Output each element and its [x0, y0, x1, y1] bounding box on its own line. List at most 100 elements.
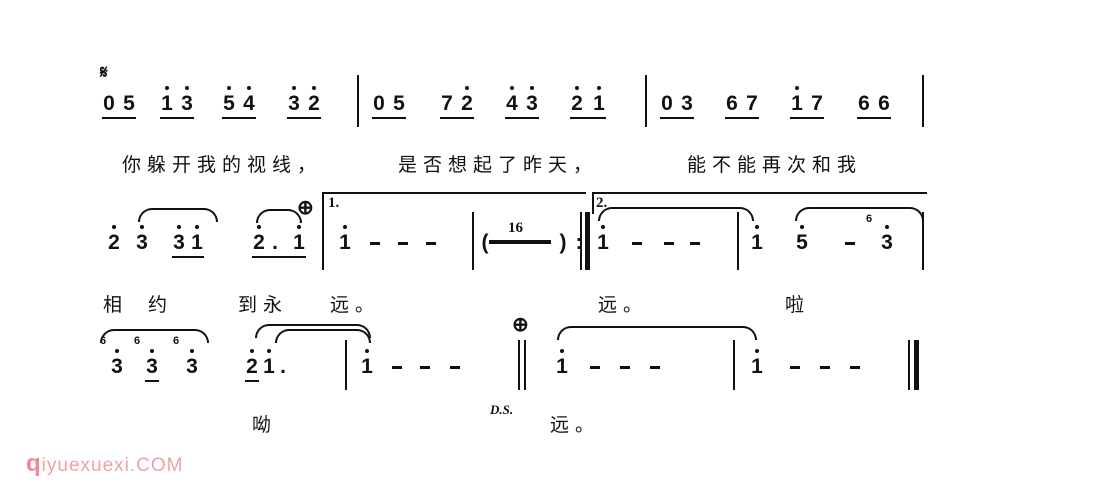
repeat-dots: : — [575, 231, 583, 254]
note: 3 — [172, 225, 186, 254]
sustain-dash — [820, 366, 830, 369]
note: 6 — [726, 92, 738, 115]
note: 1 — [262, 349, 276, 378]
note: 1 — [190, 225, 204, 254]
sustain-dash — [664, 242, 674, 245]
underline-beam — [570, 117, 606, 119]
note: 2 — [245, 349, 259, 378]
barline — [645, 75, 647, 127]
grace-note: 6 — [134, 335, 141, 347]
sustain-dash — [632, 242, 642, 245]
sustain-dash — [845, 242, 855, 245]
note: 5 — [393, 92, 405, 115]
lyric-text: 远。 — [598, 294, 649, 316]
tie — [557, 326, 757, 340]
barline — [524, 340, 526, 390]
underline-beam — [660, 117, 694, 119]
barline — [472, 212, 474, 270]
barline — [322, 212, 324, 270]
note: 4 — [505, 86, 519, 115]
note: 2 — [460, 86, 474, 115]
note: 1 — [160, 86, 174, 115]
note: 2 — [570, 86, 584, 115]
note: 2 — [252, 225, 266, 254]
barline — [737, 212, 739, 270]
note: 1 — [596, 225, 610, 254]
note: 5 — [222, 86, 236, 115]
underline-beam — [245, 380, 259, 382]
note: 3 — [135, 225, 149, 254]
sustain-dash — [426, 242, 436, 245]
sustain-dash — [590, 366, 600, 369]
note: 3 — [110, 349, 124, 378]
note: 1 — [790, 86, 804, 115]
note: 1 — [555, 349, 569, 378]
sustain-dash — [790, 366, 800, 369]
parenthesis: ( — [481, 231, 489, 254]
note: 2 — [307, 86, 321, 115]
note: 3 — [180, 86, 194, 115]
tie — [275, 329, 371, 343]
underline-beam — [287, 117, 321, 119]
volta-1-bracket — [322, 192, 586, 214]
lyric-text: 约 — [148, 294, 174, 316]
note: 1 — [592, 86, 606, 115]
watermark: qiyuexuexi.COM — [26, 450, 184, 477]
underline-beam — [790, 117, 824, 119]
volta-1-label: 1. — [328, 195, 340, 211]
sustain-dash — [690, 242, 700, 245]
augmentation-dot: . — [280, 355, 286, 378]
underline-beam — [172, 256, 204, 258]
sustain-dash — [420, 366, 430, 369]
lyric-text: 远。 — [330, 294, 381, 316]
note: 7 — [441, 92, 453, 115]
underline-beam — [145, 380, 159, 382]
volta-2-label: 2. — [596, 195, 608, 211]
coda-symbol: ⊕ — [297, 197, 314, 219]
note: 1 — [750, 225, 764, 254]
augmentation-dot: . — [272, 231, 278, 254]
sustain-dash — [398, 242, 408, 245]
barline — [518, 340, 520, 390]
sustain-dash — [392, 366, 402, 369]
underline-beam — [505, 117, 539, 119]
multi-measure-rest — [489, 240, 551, 244]
lyric-text: 远。 — [550, 414, 601, 436]
note: 1 — [338, 225, 352, 254]
volta-2-bracket — [592, 192, 927, 214]
note: 3 — [525, 86, 539, 115]
coda-symbol: ⊕ — [512, 314, 529, 336]
note: 1 — [360, 349, 374, 378]
note: 4 — [242, 86, 256, 115]
underline-beam — [160, 117, 194, 119]
grace-note: 6 — [866, 213, 873, 225]
note: 7 — [746, 92, 758, 115]
dal-segno-mark: D.S. — [490, 402, 514, 417]
underline-beam — [857, 117, 891, 119]
underline-beam — [222, 117, 256, 119]
underline-beam — [252, 256, 306, 258]
note: 3 — [185, 349, 199, 378]
lyric-text: 啦 — [785, 294, 811, 316]
repeat-barline — [580, 212, 582, 270]
sustain-dash — [450, 366, 460, 369]
lyric-text: 是否想起了昨天， — [398, 154, 599, 176]
barline — [733, 340, 735, 390]
sustain-dash — [650, 366, 660, 369]
note: 3 — [287, 86, 301, 115]
note: 1 — [750, 349, 764, 378]
slur — [795, 207, 924, 221]
slur — [256, 209, 302, 223]
barline — [922, 212, 924, 270]
note: 5 — [123, 92, 135, 115]
note: 6 — [878, 92, 890, 115]
barline — [345, 340, 347, 390]
sustain-dash — [370, 242, 380, 245]
lyric-text: 呦 — [252, 414, 278, 436]
lyric-text: 能不能再次和我 — [687, 154, 863, 176]
barline — [914, 340, 919, 390]
rest-count: 16 — [508, 220, 523, 236]
underline-beam — [372, 117, 406, 119]
segno-symbol: 𝄋 — [100, 62, 108, 82]
